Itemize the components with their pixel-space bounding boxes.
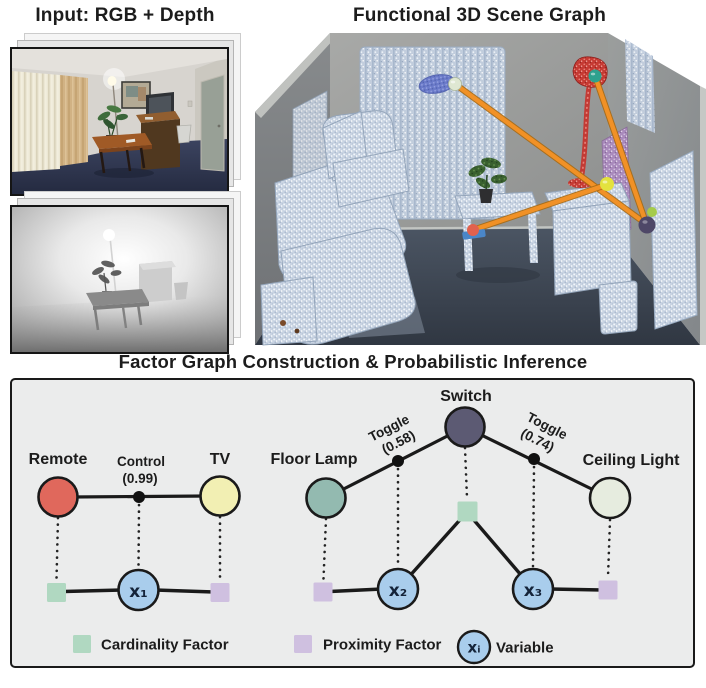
toggle-left-labels: Toggle (0.58) <box>366 411 417 457</box>
depth-table <box>86 289 149 331</box>
depth-lamp-glow <box>103 229 115 241</box>
wall-picture-art2 <box>138 87 146 101</box>
variable-x2-node <box>376 567 420 611</box>
scene-graph-title: Functional 3D Scene Graph <box>352 5 607 26</box>
depth-image-stack <box>10 191 249 354</box>
remote-node <box>37 476 79 518</box>
control-edge-prob: (0.99) <box>122 471 157 486</box>
room-door <box>200 74 225 172</box>
table-remote <box>125 138 136 143</box>
proximity-factor-square-right1 <box>313 582 333 602</box>
room-ceiling <box>12 49 227 77</box>
tv-label: TV <box>210 451 231 468</box>
legend-proximity-label: Proximity Factor <box>323 637 442 654</box>
cardinality-factor-square-right <box>457 501 478 522</box>
scene-right-wall-edge <box>700 86 706 345</box>
scene-relation-edges <box>451 72 650 234</box>
connector <box>154 588 215 594</box>
cabinet-top <box>136 111 180 123</box>
edge-floor-lamp-switch <box>592 73 649 226</box>
pointcloud-door <box>649 150 698 330</box>
ceiling-light-sphere <box>448 77 462 91</box>
edge-remote-tv <box>470 182 609 233</box>
legend-cardinality-label: Cardinality Factor <box>101 637 229 654</box>
proximity-factor-square-right2 <box>598 580 618 600</box>
pointcloud-tv-unit-left <box>322 110 410 208</box>
floor-lamp-label: Floor Lamp <box>270 451 357 468</box>
toggle-factor-dot-left <box>392 455 404 467</box>
depth-floor <box>12 295 227 352</box>
connector <box>329 587 383 594</box>
edge-ceiling-light-switch <box>452 81 648 226</box>
tv-sphere <box>600 177 614 191</box>
pointcloud-corner-curtain <box>625 39 655 133</box>
table-shadow <box>94 168 154 178</box>
switch-label: Switch <box>440 388 492 405</box>
table-floor-shadow <box>456 267 540 283</box>
depth-trash <box>174 282 188 300</box>
cabinet-front <box>141 119 180 170</box>
trash-can <box>176 124 192 144</box>
rgb-room-illustration <box>12 49 227 194</box>
light-switch <box>187 100 193 107</box>
toggle-right-labels: Toggle (0.74) <box>518 409 570 454</box>
remote-sphere <box>467 224 479 236</box>
factor-graph-title: Factor Graph Construction & Probabilisti… <box>118 351 588 372</box>
rgb-image-stack <box>10 33 249 196</box>
toggle-factor-dot-right <box>528 453 540 465</box>
control-factor-dot <box>133 491 145 503</box>
depth-cabinet <box>139 261 172 303</box>
factor-graph-diagram: Remote TV Control (0.99) x₁ Floor Lamp S… <box>29 388 681 665</box>
cabinet-remote <box>145 117 153 120</box>
depth-image <box>10 205 229 354</box>
input-title: Input: RGB + Depth <box>35 5 215 26</box>
floor-lamp-head <box>107 76 117 86</box>
coffee-table <box>92 133 152 174</box>
control-edge-label: Control <box>117 454 165 469</box>
scene-object-nodes <box>448 69 657 240</box>
connector <box>549 587 603 592</box>
variable-x3-node <box>511 567 555 611</box>
wall-picture-art <box>126 86 138 97</box>
legend-variable-symbol: xᵢ <box>468 639 481 657</box>
tan-curtain <box>60 75 88 166</box>
scene-left-wall-edge <box>255 33 336 118</box>
variable-x1-node <box>117 568 160 612</box>
switch-node <box>444 406 486 448</box>
floor-lamp-node <box>305 477 347 519</box>
ceiling-light-node <box>588 476 632 520</box>
proximity-factor-square-left <box>210 583 230 602</box>
variable-x3-label: x₃ <box>524 581 542 601</box>
door-knob <box>217 124 221 128</box>
factor-graph-panel: Remote TV Control (0.99) x₁ Floor Lamp S… <box>10 378 695 668</box>
variable-x1-label: x₁ <box>129 582 147 602</box>
connector <box>63 588 123 594</box>
legend-variable-node <box>456 629 492 665</box>
aux-sphere <box>647 207 657 217</box>
legend-proximity-square <box>294 635 312 653</box>
legend: Cardinality Factor Proximity Factor xᵢ V… <box>73 629 554 665</box>
pointcloud-plant <box>468 157 507 203</box>
depth-cabinet-top <box>139 261 176 270</box>
sheer-curtain <box>12 71 60 172</box>
floor-lamp-sphere <box>588 69 602 83</box>
pointcloud-trash-bin <box>598 280 638 335</box>
dotted-links <box>55 446 612 582</box>
depth-map-illustration <box>12 207 227 352</box>
switch-sphere <box>638 216 656 234</box>
functional-3d-scene-graph <box>255 33 706 346</box>
variable-x2-label: x₂ <box>389 581 407 601</box>
legend-cardinality-square <box>73 635 91 653</box>
rgb-image <box>10 47 229 196</box>
ceiling-light-label: Ceiling Light <box>583 452 681 469</box>
cardinality-factor-square-left <box>47 583 66 602</box>
remote-label: Remote <box>29 451 88 468</box>
tv-node <box>199 475 241 517</box>
legend-variable-label: Variable <box>496 640 554 657</box>
